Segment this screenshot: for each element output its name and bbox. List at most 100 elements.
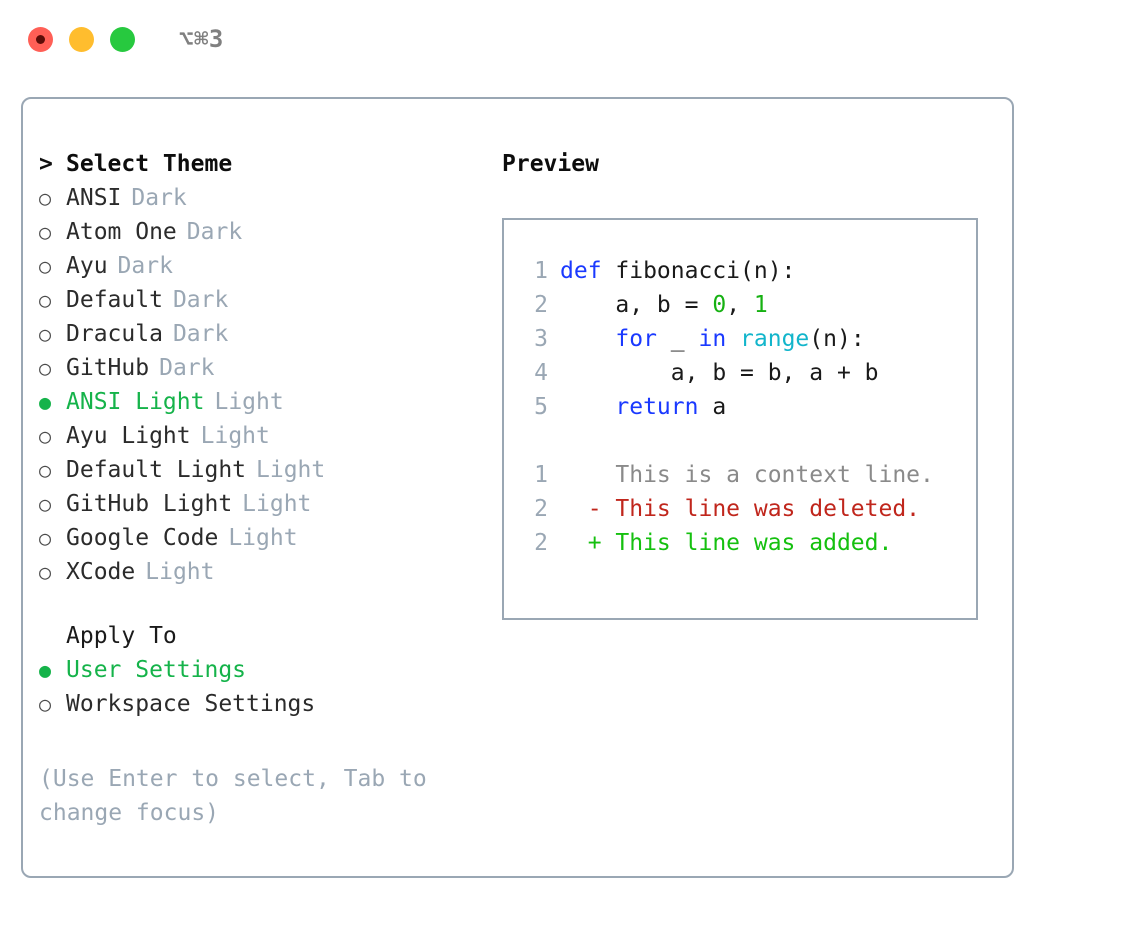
code-line-text: return a xyxy=(560,390,726,424)
theme-variant-tag: Light xyxy=(256,457,326,483)
code-token-plain: , xyxy=(726,292,754,318)
code-token-num: 0 xyxy=(712,292,727,318)
section-spacer xyxy=(39,589,469,619)
theme-variant-tag: Dark xyxy=(159,355,215,381)
theme-variant-tag: Dark xyxy=(117,253,173,279)
diff-line-text: This line was deleted. xyxy=(615,496,921,522)
diff-line-text: This is a context line. xyxy=(615,462,934,488)
radio-unselected-icon: ○ xyxy=(39,560,52,584)
theme-name: GitHub Light xyxy=(66,491,233,517)
title-bar: ⌥⌘3 xyxy=(0,0,1140,78)
code-line-number: 2 xyxy=(534,292,548,318)
code-line-text: a, b = 0, 1 xyxy=(560,288,767,322)
apply-to-option[interactable]: ● User Settings xyxy=(39,653,469,687)
close-window-icon[interactable] xyxy=(28,26,53,52)
radio-unselected-icon: ○ xyxy=(39,186,52,210)
theme-variant-tag: Light xyxy=(228,525,298,551)
code-token-plain: a, b = xyxy=(560,292,713,318)
diff-line: 2 - This line was deleted. xyxy=(518,492,976,526)
apply-to-option-label: Workspace Settings xyxy=(66,691,316,717)
theme-list-item[interactable]: ○ Ayu Dark xyxy=(39,249,469,283)
diff-line-number: 2 xyxy=(534,496,548,522)
theme-variant-tag: Light xyxy=(200,423,270,449)
select-theme-heading-label: Select Theme xyxy=(66,151,233,177)
code-token-plain: (n): xyxy=(809,326,865,352)
radio-selected-icon: ● xyxy=(39,658,52,682)
code-line-text: a, b = b, a + b xyxy=(560,356,879,390)
maximize-window-icon[interactable] xyxy=(110,26,135,52)
diff-line-number: 1 xyxy=(534,462,548,488)
code-line-text: def fibonacci(n): xyxy=(560,254,795,288)
apply-to-list: ● User Settings ○ Workspace Settings xyxy=(39,653,469,721)
caret-icon: > xyxy=(39,151,53,177)
theme-name: Ayu xyxy=(66,253,108,279)
window-controls xyxy=(28,26,135,52)
code-line-number: 1 xyxy=(534,258,548,284)
theme-name: Default xyxy=(66,287,163,313)
code-line-text: for _ in range(n): xyxy=(560,322,865,356)
code-line: 4 a, b = b, a + b xyxy=(518,356,976,390)
minimize-window-icon[interactable] xyxy=(69,26,94,52)
diff-line-number: 2 xyxy=(534,530,548,556)
select-theme-heading: > Select Theme xyxy=(39,147,469,181)
code-line-number: 4 xyxy=(534,360,548,386)
theme-list-item[interactable]: ○ ANSI Dark xyxy=(39,181,469,215)
code-token-plain xyxy=(560,326,615,352)
radio-unselected-icon: ○ xyxy=(39,692,52,716)
radio-unselected-icon: ○ xyxy=(39,526,52,550)
theme-name: XCode xyxy=(66,559,136,585)
apply-to-heading-label: Apply To xyxy=(66,623,177,649)
apply-to-heading: ○ Apply To xyxy=(39,619,469,653)
theme-variant-tag: Dark xyxy=(172,287,229,313)
radio-unselected-icon: ○ xyxy=(39,254,52,278)
theme-name: GitHub xyxy=(66,355,150,381)
keyboard-hint: (Use Enter to select, Tab to change focu… xyxy=(39,766,441,826)
diff-line-text: This line was added. xyxy=(615,530,893,556)
diff-sign: - xyxy=(560,496,616,522)
code-token-plain: a, b = b, a + b xyxy=(560,360,879,386)
radio-unselected-icon: ○ xyxy=(39,288,52,312)
radio-unselected-icon: ○ xyxy=(39,492,52,516)
theme-variant-tag: Dark xyxy=(131,185,187,211)
code-token-plain: fibonacci(n): xyxy=(615,258,796,284)
code-diff-spacer xyxy=(518,424,976,458)
radio-unselected-icon: ○ xyxy=(39,356,52,380)
theme-name: ANSI xyxy=(66,185,122,211)
code-token-plain: _ xyxy=(656,326,699,352)
radio-unselected-icon: ○ xyxy=(39,322,52,346)
radio-selected-icon: ● xyxy=(39,390,52,414)
diff-sign: + xyxy=(560,530,616,556)
code-line: 5 return a xyxy=(518,390,976,424)
radio-unselected-icon: ○ xyxy=(39,458,52,482)
code-line-number: 3 xyxy=(534,326,548,352)
code-token-kw: def xyxy=(560,258,616,284)
theme-variant-tag: Dark xyxy=(186,219,243,245)
code-token-kw: for xyxy=(615,326,657,352)
theme-list-item[interactable]: ○ GitHub Dark xyxy=(39,351,469,385)
code-line: 3 for _ in range(n): xyxy=(518,322,976,356)
diff-line: 2 + This line was added. xyxy=(518,526,976,560)
code-token-kw: return xyxy=(615,394,699,420)
theme-variant-tag: Light xyxy=(214,389,284,415)
code-line: 1 def fibonacci(n): xyxy=(518,254,976,288)
theme-variant-tag: Dark xyxy=(172,321,229,347)
apply-to-option-label: User Settings xyxy=(66,657,247,683)
apply-to-option[interactable]: ○ Workspace Settings xyxy=(39,687,469,721)
code-token-kw: in xyxy=(698,326,727,352)
theme-list-item[interactable]: ○ Default Dark xyxy=(39,283,469,317)
